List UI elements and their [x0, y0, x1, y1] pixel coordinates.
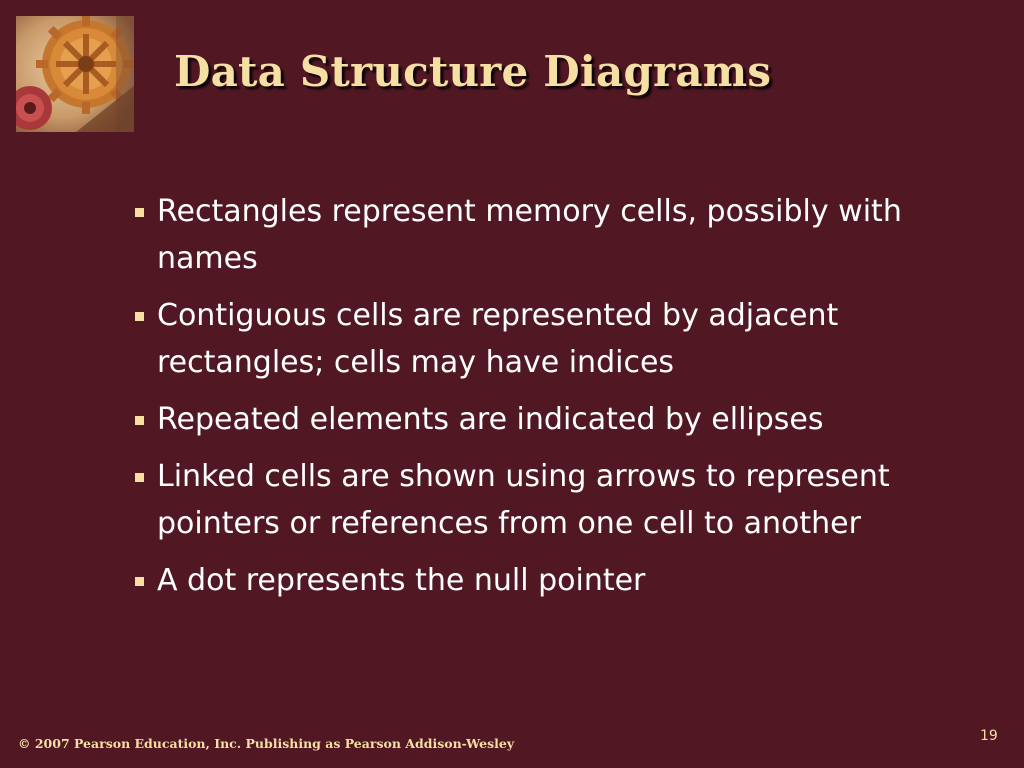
bullet-list: Rectangles represent memory cells, possi… — [132, 188, 962, 614]
bullet-item: A dot represents the null pointer — [132, 557, 962, 604]
bullet-item: Rectangles represent memory cells, possi… — [132, 188, 962, 282]
slide-title: Data Structure Diagrams — [174, 47, 772, 96]
clockwork-gears-image — [16, 16, 134, 132]
square-bullet-icon — [135, 208, 144, 217]
bullet-item: Contiguous cells are represented by adja… — [132, 292, 962, 386]
square-bullet-icon — [135, 312, 144, 321]
bullet-item: Repeated elements are indicated by ellip… — [132, 396, 962, 443]
square-bullet-icon — [135, 416, 144, 425]
bullet-text: Contiguous cells are represented by adja… — [157, 298, 839, 380]
square-bullet-icon — [135, 473, 144, 482]
bullet-text: A dot represents the null pointer — [157, 563, 646, 598]
bullet-text: Repeated elements are indicated by ellip… — [157, 402, 824, 437]
bullet-item: Linked cells are shown using arrows to r… — [132, 453, 962, 547]
copyright-footer: © 2007 Pearson Education, Inc. Publishin… — [18, 736, 515, 751]
bullet-text: Linked cells are shown using arrows to r… — [157, 459, 890, 541]
square-bullet-icon — [135, 577, 144, 586]
gears-icon — [16, 16, 134, 132]
bullet-text: Rectangles represent memory cells, possi… — [157, 194, 902, 276]
slide-number: 19 — [980, 728, 998, 744]
